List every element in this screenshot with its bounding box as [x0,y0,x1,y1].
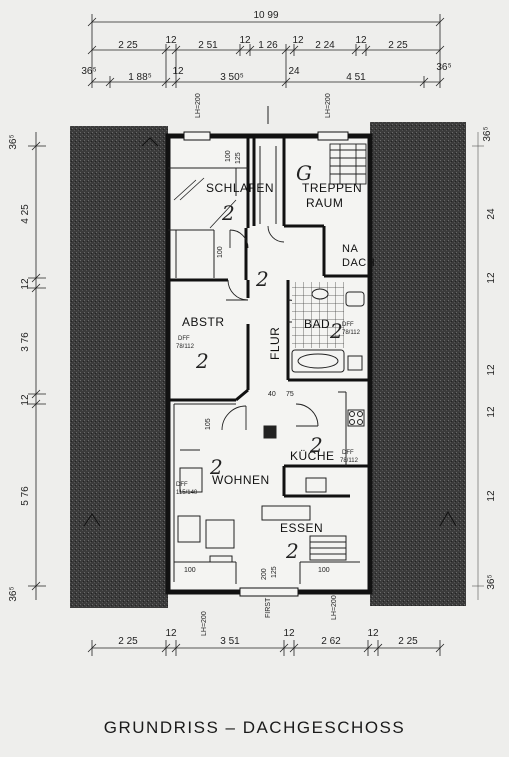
room-treppenraum-1: TREPPEN [302,181,362,195]
mark-two-bad: 2 [329,319,343,343]
dim-bottom-7: 2 25 [398,636,418,647]
dim-bottom-4: 12 [283,628,295,639]
windows [183,131,349,597]
dff-bad-size: 78/112 [342,330,361,336]
mark-two-schlafen: 2 [221,201,235,225]
living-furniture [177,449,347,563]
bath-fixtures [291,288,365,373]
dim-right-2: 24 [486,208,497,220]
dim-bottom-1: 2 25 [118,636,138,647]
mark-two-kueche: 2 [309,433,323,457]
lh-top-left: LH=200 [195,93,202,118]
dff-abstr-size: 78/112 [176,344,195,350]
dim-top-8: 12 [355,35,367,46]
room-na-2: DACH [342,257,375,269]
room-essen: ESSEN [280,521,323,535]
dim-top-r2-5: 4 51 [346,72,366,83]
dim-bottom-6: 12 [367,628,379,639]
dff-wohnen-size: 115/140 [176,490,198,496]
dff-kueche-label: DFF [342,450,354,456]
room-na-1: NA [342,243,358,255]
roof-markers [83,137,457,527]
dim-right-6: 12 [486,490,497,502]
dff-wohnen-label: DFF [176,482,188,488]
dim-right-7: 36⁵ [486,574,497,589]
dim-top-r2-left: 36⁵ [81,66,96,77]
dim-essen-200: 200 [261,568,268,580]
kitchen-fixtures [263,409,365,493]
dim-top-3: 2 51 [198,40,218,51]
dim-bottom-3: 3 51 [220,636,240,647]
roof-slope-left [70,126,168,608]
dim-top-5: 1 26 [258,40,278,51]
dim-left-5: 12 [20,394,31,406]
lh-top-right: LH=200 [325,93,332,118]
dff-abstr-label: DFF [178,336,190,342]
mark-two-abstr: 2 [195,349,209,373]
mark-g-treppenraum: G [296,161,312,185]
left-dimensions [28,132,46,600]
plan-title: GRUNDRISS – DACHGESCHOSS [103,718,406,737]
dim-sch-125: 125 [235,152,242,164]
bottom-dimensions [87,640,445,656]
right-dimensions [472,132,484,600]
dim-top-r2-3: 3 50⁵ [220,72,244,83]
dim-top-r2-right: 36⁵ [436,62,451,73]
dim-wohn-100: 100 [184,567,196,574]
dim-sch-100b: 100 [217,246,224,258]
dim-essen-125: 125 [271,566,278,578]
label-first: FIRST [265,597,272,618]
dim-left-2: 4 25 [20,204,31,224]
dim-left-7: 36⁵ [8,586,19,601]
dim-top-1: 2 25 [118,40,138,51]
dim-top-4: 12 [239,35,251,46]
dim-top-r2-4: 24 [288,66,300,77]
room-schlafen: SCHLAFEN [206,181,274,195]
dim-left-3: 12 [20,278,31,290]
dim-flur-75: 75 [286,391,294,398]
dim-essen-100: 100 [318,567,330,574]
dim-left-1: 36⁵ [8,134,19,149]
interior-walls [168,138,370,498]
room-bad: BAD [304,317,330,331]
dff-kueche-size: 78/112 [340,458,359,464]
dim-top-6: 12 [292,35,304,46]
dim-right-3: 12 [486,272,497,284]
room-treppenraum-2: RAUM [306,196,343,210]
room-abstr: ABSTR [182,315,225,329]
lh-bottom-left: LH=200 [201,611,208,636]
dim-bottom-5: 2 62 [321,636,341,647]
mark-two-flur: 2 [255,267,269,291]
dim-top-2: 12 [165,35,177,46]
stairs [329,143,367,185]
dff-bad-label: DFF [342,322,354,328]
lh-bottom-right: LH=200 [331,595,338,620]
dim-top-7: 2 24 [315,40,335,51]
room-kueche: KÜCHE [290,449,335,463]
top-dimensions [87,14,445,88]
roof-slope-right [370,122,466,606]
mark-two-essen: 2 [285,539,299,563]
dim-top-r2-2: 12 [172,66,184,77]
dim-top-r2-1: 1 88⁵ [128,72,152,83]
dim-flur-40: 40 [268,391,276,398]
dim-right-4: 12 [486,364,497,376]
dim-sch-100: 100 [225,150,232,162]
dim-wohn-105: 105 [205,418,212,430]
dim-right-5: 12 [486,406,497,418]
room-flur: FLUR [268,327,282,360]
dim-bottom-2: 12 [165,628,177,639]
bedroom-markers [173,177,237,229]
dim-left-6: 5 76 [20,486,31,506]
dim-top-9: 2 25 [388,40,408,51]
dim-left-4: 3 76 [20,332,31,352]
dim-top-total: 10 99 [253,10,278,21]
room-wohnen: WOHNEN [212,473,270,487]
dim-right-1: 36⁵ [482,126,493,141]
mark-two-wohnen: 2 [209,455,223,479]
